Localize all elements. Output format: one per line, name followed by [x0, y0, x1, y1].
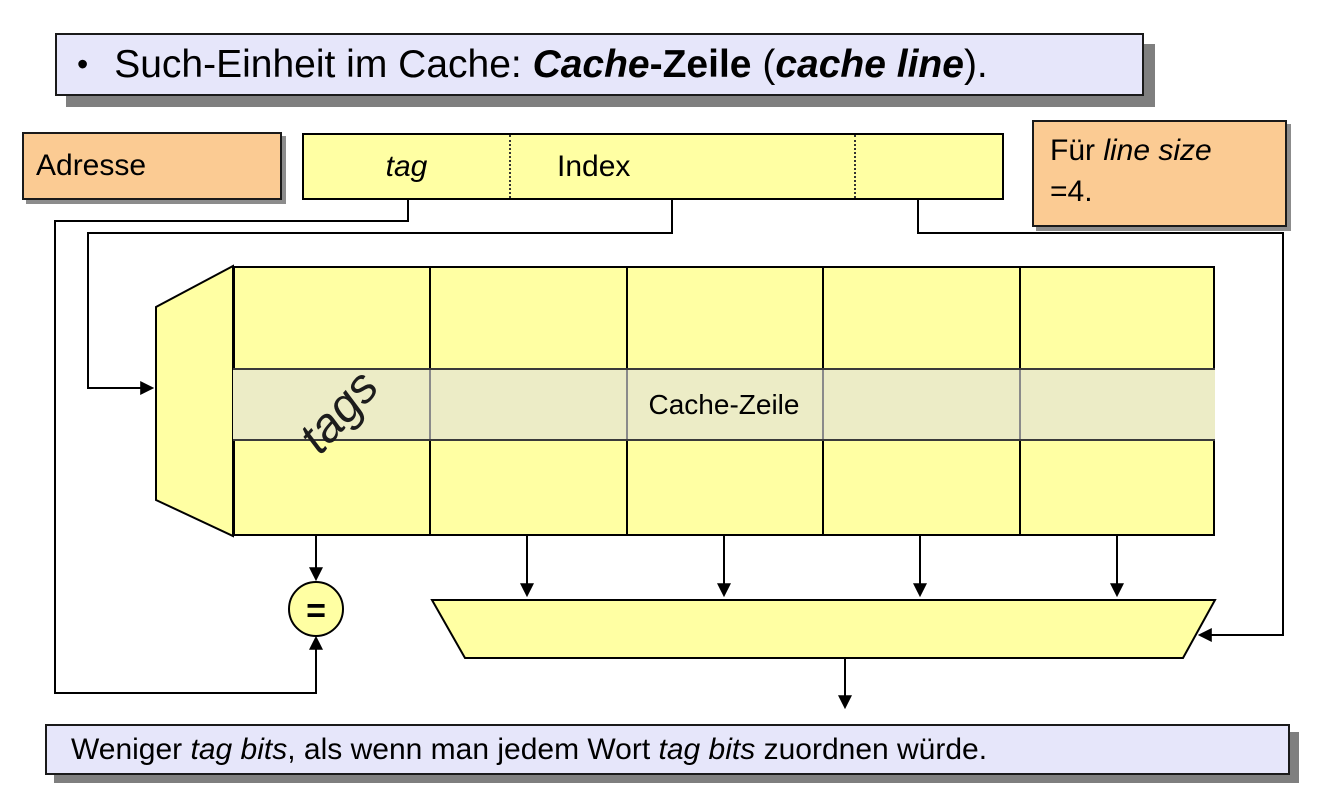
adresse-box: Adresse — [22, 132, 282, 200]
footer-text: Weniger tag bits, als wenn man jedem Wor… — [71, 732, 988, 766]
line-size-note: Für line size =4. — [1032, 120, 1287, 227]
adresse-label: Adresse — [36, 149, 147, 182]
field-divider — [854, 135, 856, 198]
connector-offset-to-mux — [917, 200, 1284, 642]
footer-box: Weniger tag bits, als wenn man jedem Wor… — [45, 724, 1290, 775]
index-label: Index — [557, 149, 631, 183]
field-divider — [509, 135, 511, 198]
cache-grid: Cache-Zeile — [233, 266, 1215, 536]
multiplexer-shape — [430, 599, 1217, 659]
address-segment-tag: tag — [304, 135, 509, 198]
cache-row-divider — [1019, 370, 1021, 439]
comparator-circle — [288, 581, 344, 637]
title-text: Such-Einheit im Cache: Cache-Zeile (cach… — [114, 42, 988, 86]
cache-row-divider — [626, 370, 628, 439]
tag-label: tag — [385, 149, 428, 183]
address-segment-index: Index — [509, 135, 902, 198]
bullet-icon: • — [77, 46, 89, 82]
connector-tag-to-comparator — [54, 200, 409, 694]
cache-row-divider — [429, 370, 431, 439]
cache-row-divider — [822, 370, 824, 439]
address-field: tag Index — [302, 133, 1004, 200]
line-size-note-line1: Für line size — [1050, 134, 1212, 167]
address-segment-offset — [854, 135, 1002, 198]
line-size-note-line2: =4. — [1050, 175, 1093, 209]
cache-row-highlight: Cache-Zeile — [233, 368, 1215, 441]
cache-row-label: Cache-Zeile — [648, 388, 800, 420]
comparator-equals-symbol: = — [306, 592, 326, 630]
tags-funnel-shape — [155, 264, 234, 538]
connector-index-to-tags — [87, 200, 673, 395]
title-box: • Such-Einheit im Cache: Cache-Zeile (ca… — [55, 33, 1144, 96]
